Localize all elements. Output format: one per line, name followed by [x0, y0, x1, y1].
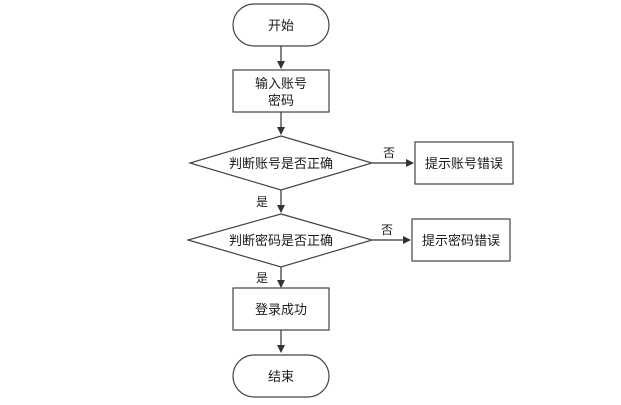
edge-label-password-yes: 是	[256, 271, 268, 285]
edge-label-account-no: 否	[383, 146, 395, 160]
input-label-line2: 密码	[268, 93, 294, 109]
node-end: 结束	[232, 354, 330, 398]
start-shape	[232, 3, 330, 47]
node-login-success: 登录成功	[232, 287, 330, 331]
node-check-account: 判断账号是否正确	[187, 135, 375, 191]
node-password-error: 提示密码错误	[411, 218, 511, 262]
end-shape	[232, 354, 330, 398]
password-error-label: 提示密码错误	[422, 233, 500, 249]
connectors	[277, 46, 414, 353]
node-start: 开始	[232, 3, 330, 47]
login-success-label: 登录成功	[255, 303, 307, 318]
check-account-label: 判断账号是否正确	[229, 157, 333, 172]
check-account-shape	[187, 135, 375, 191]
edge-label-password-no: 否	[381, 223, 393, 237]
start-label: 开始	[268, 19, 294, 34]
edge-label-account-yes: 是	[256, 195, 268, 209]
input-label-line1: 输入账号	[255, 76, 307, 92]
check-password-shape	[185, 213, 375, 268]
login-success-shape	[232, 287, 330, 331]
end-label: 结束	[268, 370, 294, 385]
node-input-credentials: 输入账号 密码	[232, 69, 330, 113]
account-error-shape	[414, 141, 514, 185]
node-check-password: 判断密码是否正确	[185, 213, 375, 268]
password-error-shape	[411, 218, 511, 262]
account-error-label: 提示账号错误	[425, 156, 503, 172]
check-password-label: 判断密码是否正确	[229, 233, 333, 249]
input-shape	[232, 69, 330, 113]
node-account-error: 提示账号错误	[414, 141, 514, 185]
